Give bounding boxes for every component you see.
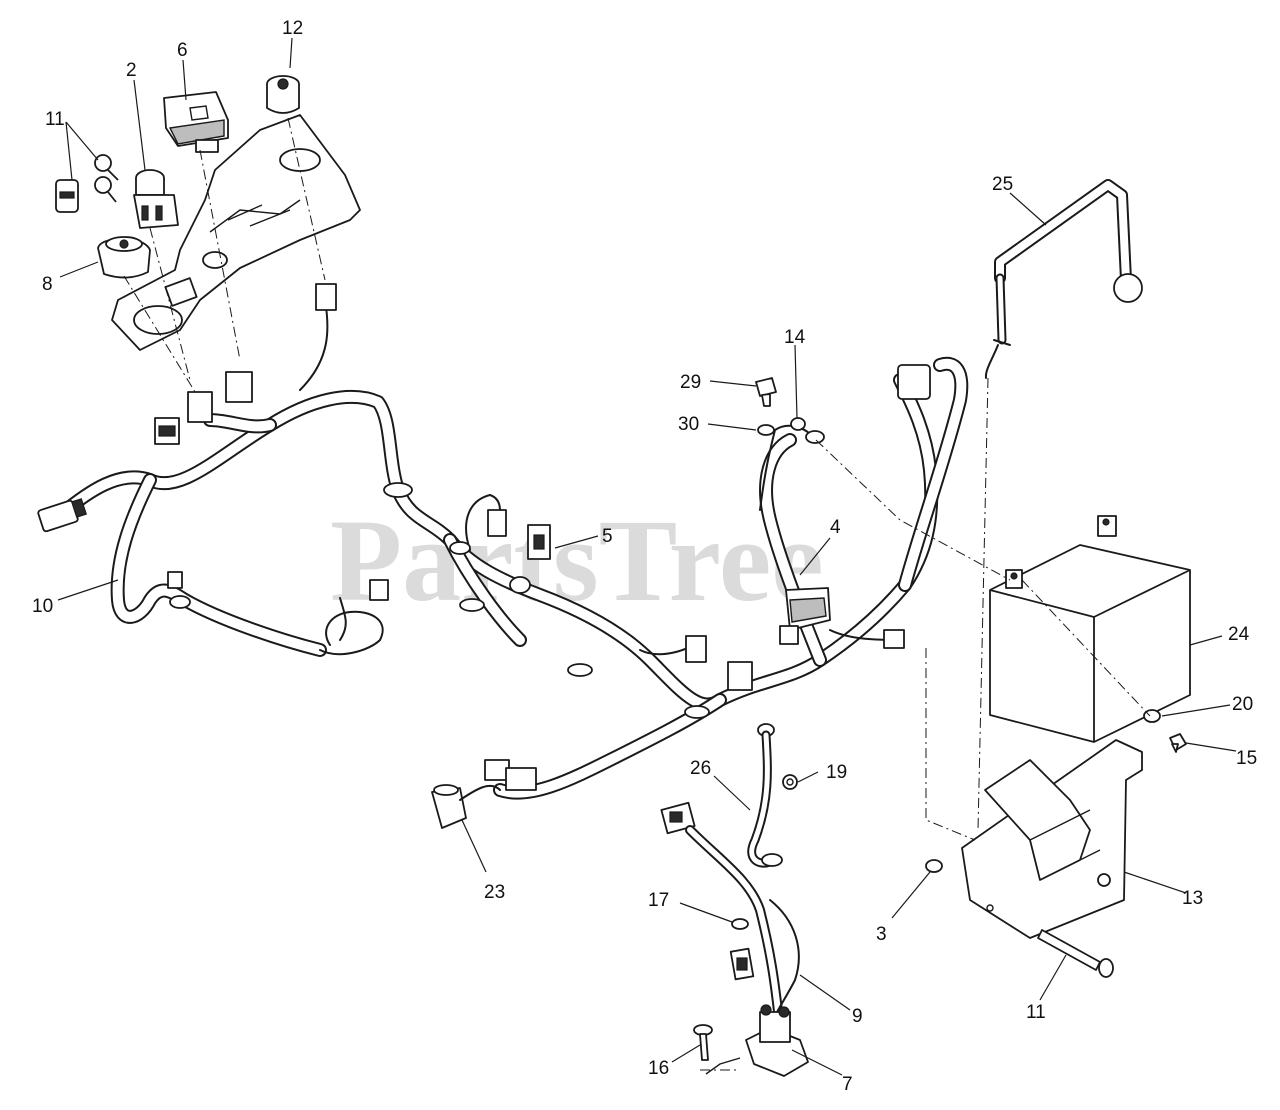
- battery: [989, 515, 1191, 743]
- battery-tray: [961, 739, 1143, 939]
- battery-cable: [747, 723, 783, 868]
- control-panel-plate: [111, 114, 361, 351]
- callout-11: 11: [45, 109, 65, 130]
- callout-labels: 12 6 2 11 8 25 14 29 30 5 4 10 24 20 15 …: [32, 18, 1257, 1095]
- bolt-29: [755, 377, 777, 407]
- callout-6: 6: [177, 40, 188, 61]
- callout-17: 17: [648, 890, 669, 911]
- seat-switch: [779, 587, 831, 645]
- ignition-switch: [97, 236, 151, 279]
- callout-7: 7: [842, 1074, 853, 1095]
- callout-19: 19: [826, 762, 847, 783]
- callout-10: 10: [32, 596, 53, 617]
- main-wiring-harness: [37, 283, 969, 800]
- callout-2: 2: [126, 60, 137, 81]
- washer-20: [1143, 709, 1161, 723]
- callout-29: 29: [680, 372, 701, 393]
- starter-solenoid: [705, 1004, 809, 1077]
- callout-leaders: [57, 37, 1237, 1076]
- callout-13: 13: [1182, 888, 1203, 909]
- callout-9: 9: [852, 1006, 863, 1027]
- nut-14: [790, 417, 825, 444]
- ignition-key: [55, 154, 119, 213]
- battery-hold-down-rod: [984, 179, 1143, 379]
- hour-meter: [163, 91, 229, 153]
- callout-8: 8: [42, 274, 53, 295]
- callout-16: 16: [648, 1058, 669, 1079]
- callout-30: 30: [678, 414, 699, 435]
- callout-23: 23: [484, 882, 505, 903]
- power-port: [266, 75, 300, 114]
- callout-11-bolt: 11: [1026, 1002, 1046, 1023]
- callout-15: 15: [1236, 748, 1257, 769]
- callout-20: 20: [1232, 694, 1253, 715]
- hex-nut-19: [782, 774, 798, 790]
- callout-12: 12: [282, 18, 303, 39]
- bolt-15: [1169, 733, 1187, 753]
- washer-3: [925, 859, 943, 873]
- washer-30: [757, 424, 775, 436]
- callout-24: 24: [1228, 624, 1250, 645]
- screw-16: [693, 1024, 713, 1061]
- callout-25: 25: [992, 174, 1013, 195]
- brake-switch: [431, 759, 537, 829]
- callout-14: 14: [784, 327, 806, 348]
- washer-17: [731, 918, 749, 930]
- pto-switch: [133, 169, 179, 229]
- callout-4: 4: [830, 517, 841, 538]
- callout-26: 26: [690, 758, 711, 779]
- callout-5: 5: [602, 526, 613, 547]
- carriage-bolt-11: [1037, 929, 1114, 978]
- callout-3: 3: [876, 924, 887, 945]
